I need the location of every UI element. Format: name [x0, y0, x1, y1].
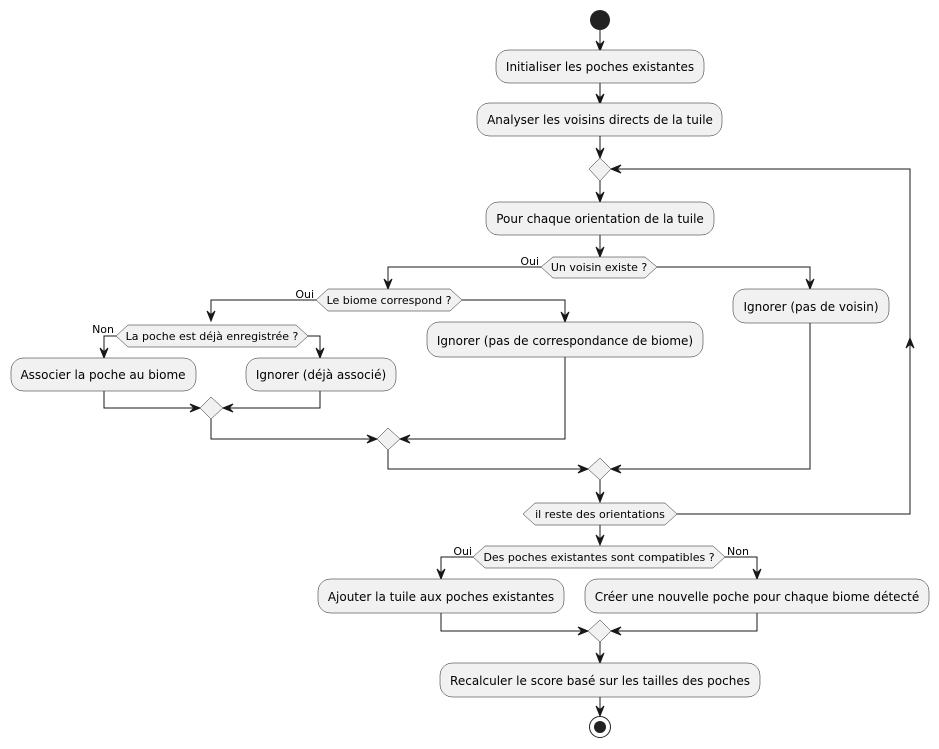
activity-analyze-label: Analyser les voisins directs de la tuile	[487, 113, 713, 127]
merge-diamond-neighbor	[587, 457, 612, 481]
activity-ignore-no-biome-match-label: Ignorer (pas de correspondance de biome)	[437, 334, 693, 348]
merge-diamond-pocket	[199, 396, 224, 420]
activity-init-label: Initialiser les poches existantes	[506, 60, 694, 74]
activity-ignore-already: Ignorer (déjà associé)	[245, 357, 397, 392]
end-node	[589, 716, 611, 738]
decision-biome-matches: Le biome correspond ?	[315, 288, 463, 312]
activity-ignore-no-neighbor-label: Ignorer (pas de voisin)	[743, 300, 878, 314]
decision-pocket-registered: La poche est déjà enregistrée ?	[115, 324, 309, 348]
activity-associate-label: Associer la poche au biome	[20, 368, 185, 382]
start-node	[590, 10, 610, 30]
decision-neighbor-exists: Un voisin existe ?	[540, 256, 658, 279]
merge-diamond-biome	[376, 427, 401, 451]
decision-loop-condition-label: il reste des orientations	[535, 508, 665, 521]
edges	[103, 30, 911, 716]
branch-label-pocket-no: Non	[92, 323, 114, 336]
decision-loop-condition: il reste des orientations	[522, 502, 678, 526]
activity-init: Initialiser les poches existantes	[495, 49, 705, 84]
activity-create-pocket: Créer une nouvelle poche pour chaque bio…	[584, 578, 930, 614]
merge-diamond-compatible	[587, 619, 612, 643]
decision-pocket-registered-label: La poche est déjà enregistrée ?	[126, 330, 299, 343]
decision-pockets-compatible: Des poches existantes sont compatibles ?	[472, 545, 726, 569]
loop-entry-diamond	[588, 157, 612, 182]
activity-ignore-no-biome-match: Ignorer (pas de correspondance de biome)	[426, 321, 704, 358]
activity-associate: Associer la poche au biome	[10, 357, 197, 392]
activity-recalc: Recalculer le score basé sur les tailles…	[439, 662, 761, 698]
activity-recalc-label: Recalculer le score basé sur les tailles…	[450, 674, 750, 688]
branch-label-compatible-yes: Oui	[453, 545, 472, 558]
branch-label-compatible-no: Non	[727, 545, 749, 558]
decision-neighbor-exists-label: Un voisin existe ?	[551, 261, 648, 274]
activity-create-pocket-label: Créer une nouvelle poche pour chaque bio…	[595, 590, 919, 604]
activity-add-tile-label: Ajouter la tuile aux poches existantes	[328, 590, 554, 604]
activity-foreach: Pour chaque orientation de la tuile	[485, 201, 715, 236]
decision-pockets-compatible-label: Des poches existantes sont compatibles ?	[483, 551, 714, 564]
decision-biome-matches-label: Le biome correspond ?	[327, 294, 452, 307]
activity-ignore-no-neighbor: Ignorer (pas de voisin)	[732, 288, 890, 324]
branch-label-biome-yes: Oui	[295, 288, 314, 301]
branch-label-neighbor-yes: Oui	[520, 255, 539, 268]
activity-add-tile: Ajouter la tuile aux poches existantes	[317, 578, 565, 614]
activity-ignore-already-label: Ignorer (déjà associé)	[256, 368, 386, 382]
activity-foreach-label: Pour chaque orientation de la tuile	[496, 212, 704, 226]
arrowheads	[99, 40, 915, 718]
activity-analyze: Analyser les voisins directs de la tuile	[476, 102, 723, 137]
